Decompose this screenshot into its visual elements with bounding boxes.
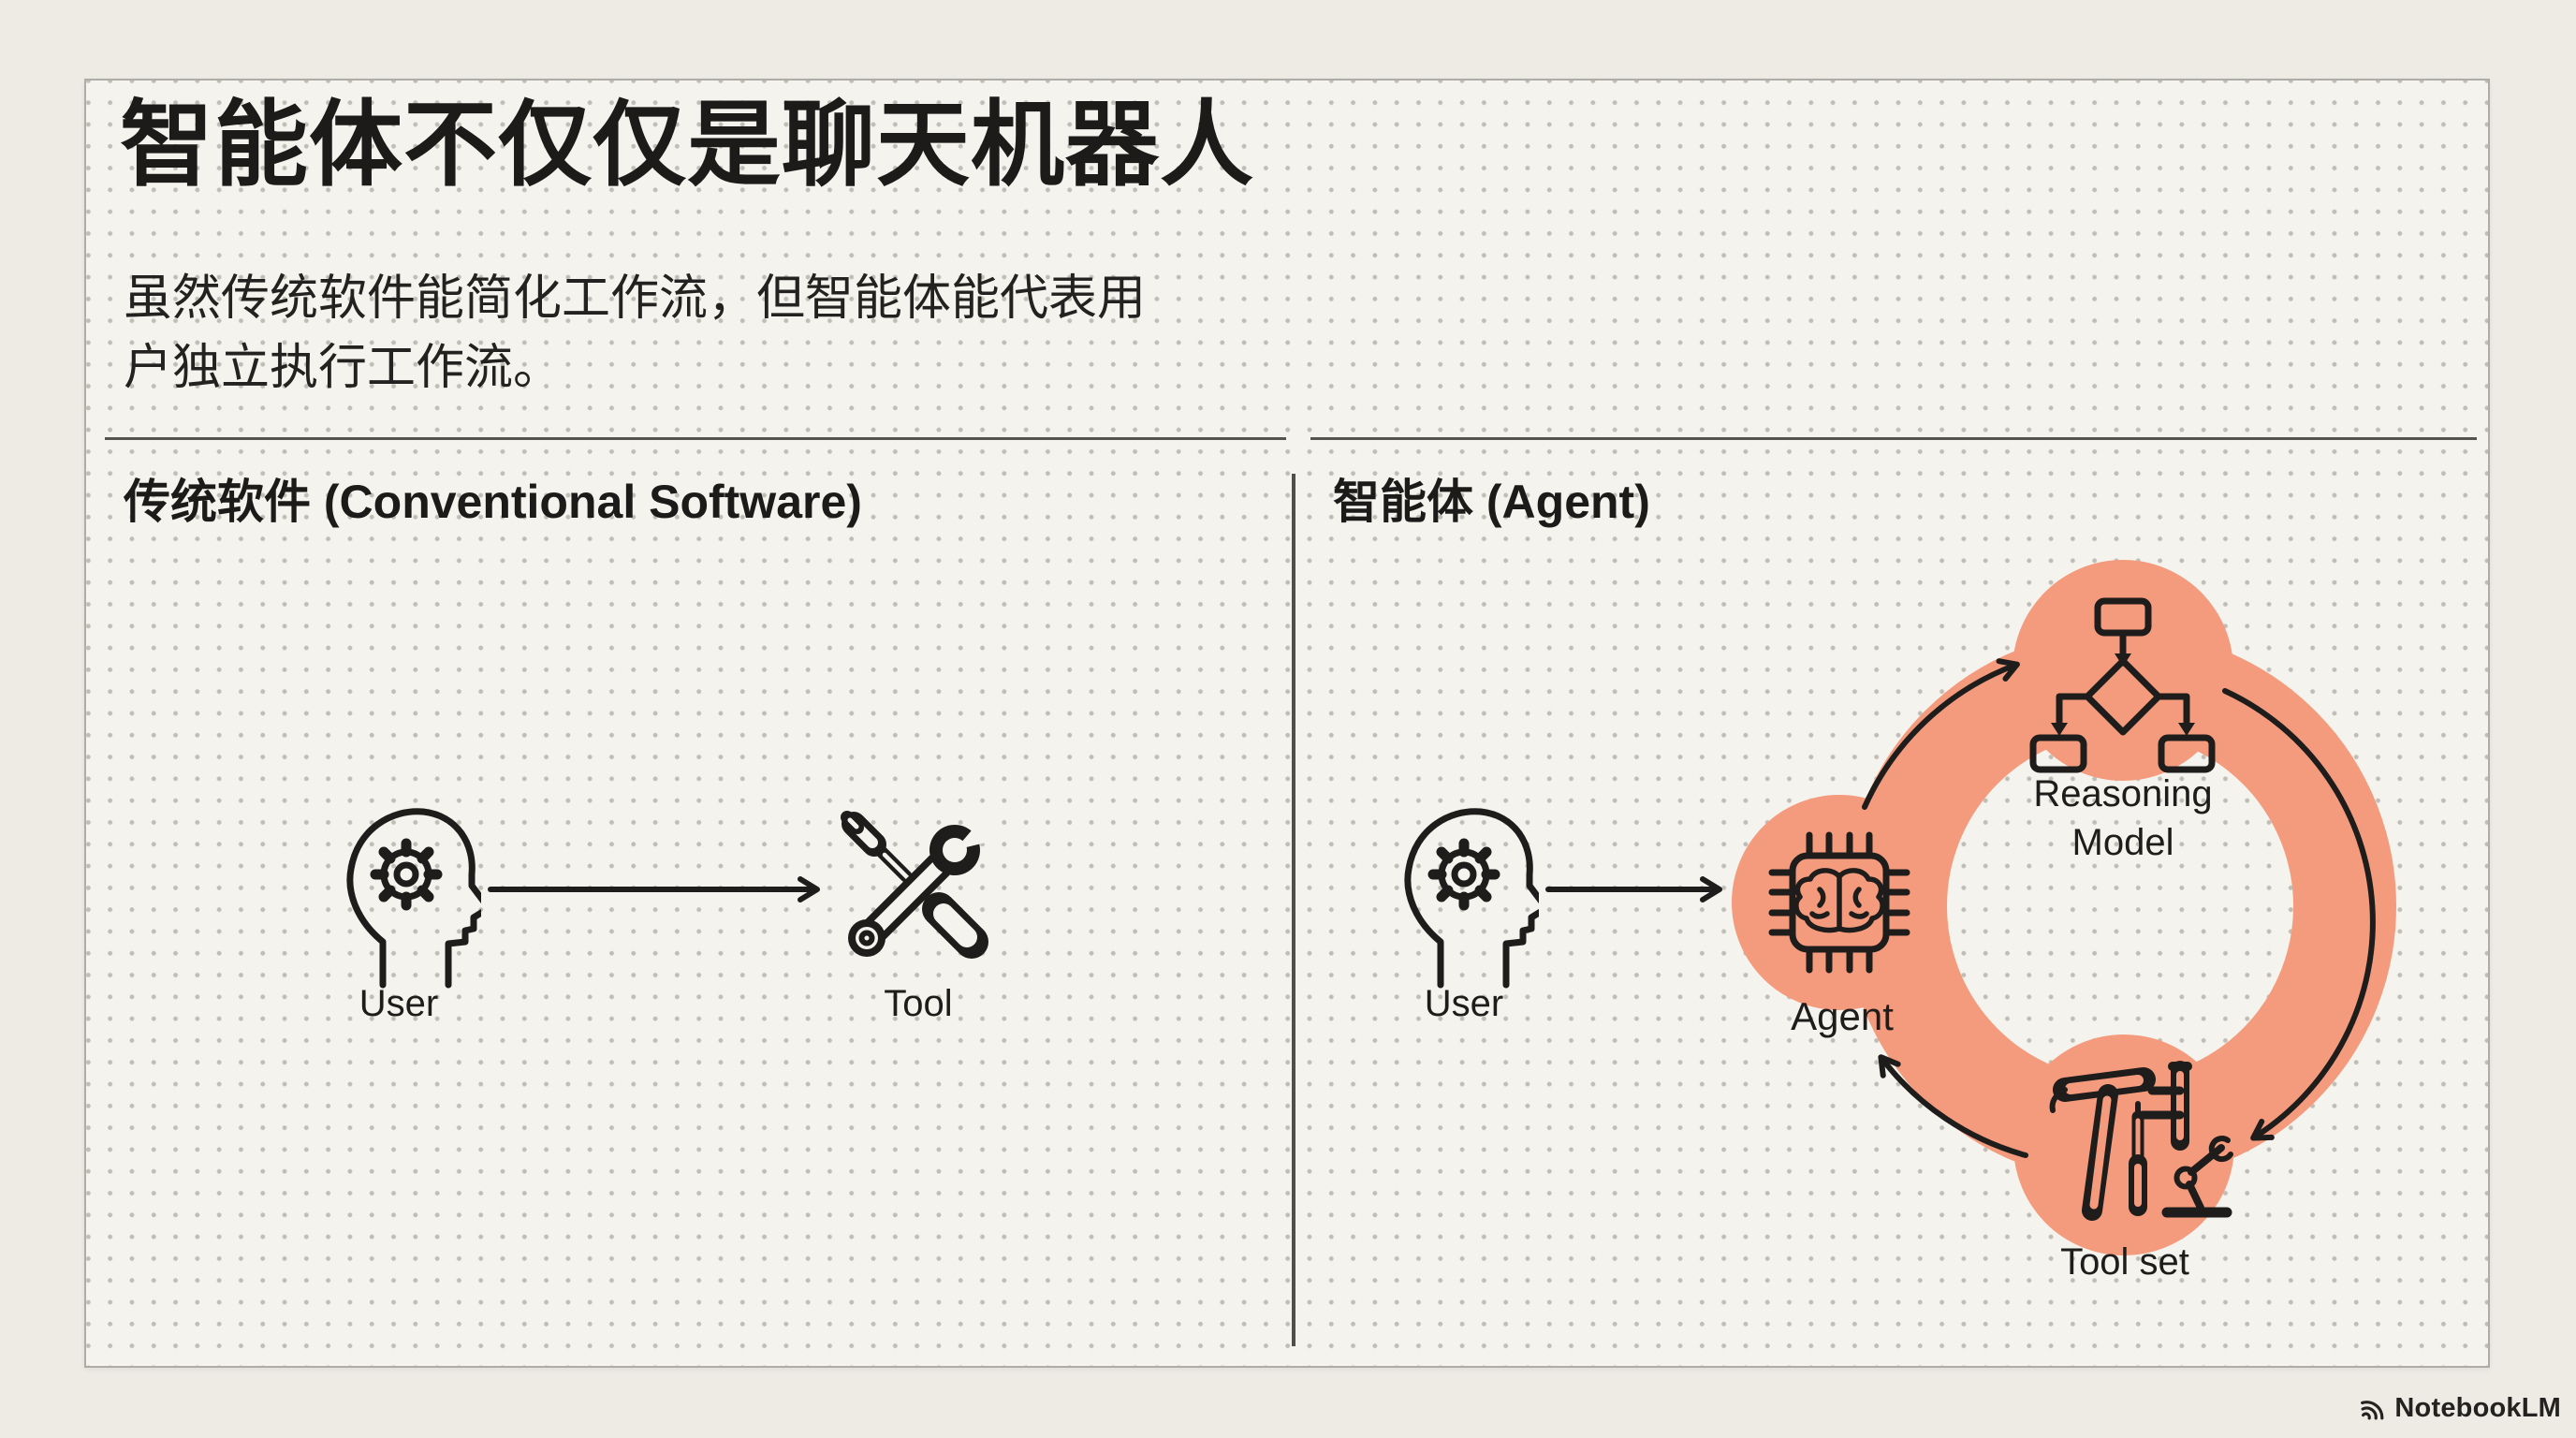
wrench — [848, 811, 1002, 957]
left-panel-header: 传统软件 (Conventional Software) — [124, 476, 862, 528]
user-head-gear-icon — [346, 808, 481, 989]
subtitle-line-1: 虽然传统软件能简化工作流，但智能体能代表用 — [124, 271, 1147, 326]
agent-label: Agent — [1791, 994, 1894, 1038]
notebooklm-logo-icon — [2361, 1400, 2384, 1419]
arrow-toolset-to-agent — [1878, 1054, 2028, 1158]
page-subtitle: 虽然传统软件能简化工作流，但智能体能代表用 户独立执行工作流。 — [124, 264, 1146, 403]
subtitle-line-2: 户独立执行工作流。 — [124, 341, 563, 395]
arrow-reasoning-to-toolset — [2222, 688, 2376, 1141]
gear-teeth — [370, 838, 443, 911]
reasoning-model-label-line2: Model — [2071, 822, 2174, 863]
infographic-card: 智能体不仅仅是聊天机器人 虽然传统软件能简化工作流，但智能体能代表用 户独立执行… — [84, 79, 2490, 1368]
right-section-rule — [1310, 437, 2477, 440]
agent-chip-brain-icon — [1768, 831, 1910, 974]
left-flow-arrow — [488, 876, 820, 902]
left-tool-label: Tool — [884, 983, 953, 1024]
gear-teeth — [1427, 838, 1500, 911]
page-title: 智能体不仅仅是聊天机器人 — [120, 93, 1254, 198]
toolset-label: Tool set — [2060, 1241, 2189, 1283]
reasoning-flowchart-icon — [2029, 597, 2216, 773]
right-panel-header: 智能体 (Agent) — [1333, 476, 1650, 528]
brand-footer: NotebookLM — [2358, 1393, 2561, 1424]
loop-ring — [1732, 560, 2396, 1255]
left-section-rule — [105, 437, 1286, 440]
user-head-gear-icon — [1404, 808, 1539, 989]
loop-arrows — [1862, 658, 2376, 1158]
brand-name: NotebookLM — [2394, 1393, 2561, 1423]
right-flow-arrow — [1545, 876, 1722, 902]
wrench-handle — [922, 892, 988, 959]
reasoning-model-label-line1: Reasoning — [2033, 773, 2213, 814]
reasoning-model-label: Reasoning Model — [1983, 770, 2263, 867]
toolset-tools-icon — [2049, 1061, 2233, 1221]
right-user-label: User — [1424, 983, 1504, 1024]
agent-loop-diagram — [1732, 560, 2396, 1255]
left-user-label: User — [359, 983, 439, 1024]
brain-glyph — [1793, 868, 1885, 933]
tool-screwdriver-wrench-icon — [841, 811, 1002, 959]
arrow-agent-to-reasoning — [1862, 658, 2020, 810]
screwdriver — [841, 811, 913, 883]
panel-divider — [1292, 474, 1295, 1346]
